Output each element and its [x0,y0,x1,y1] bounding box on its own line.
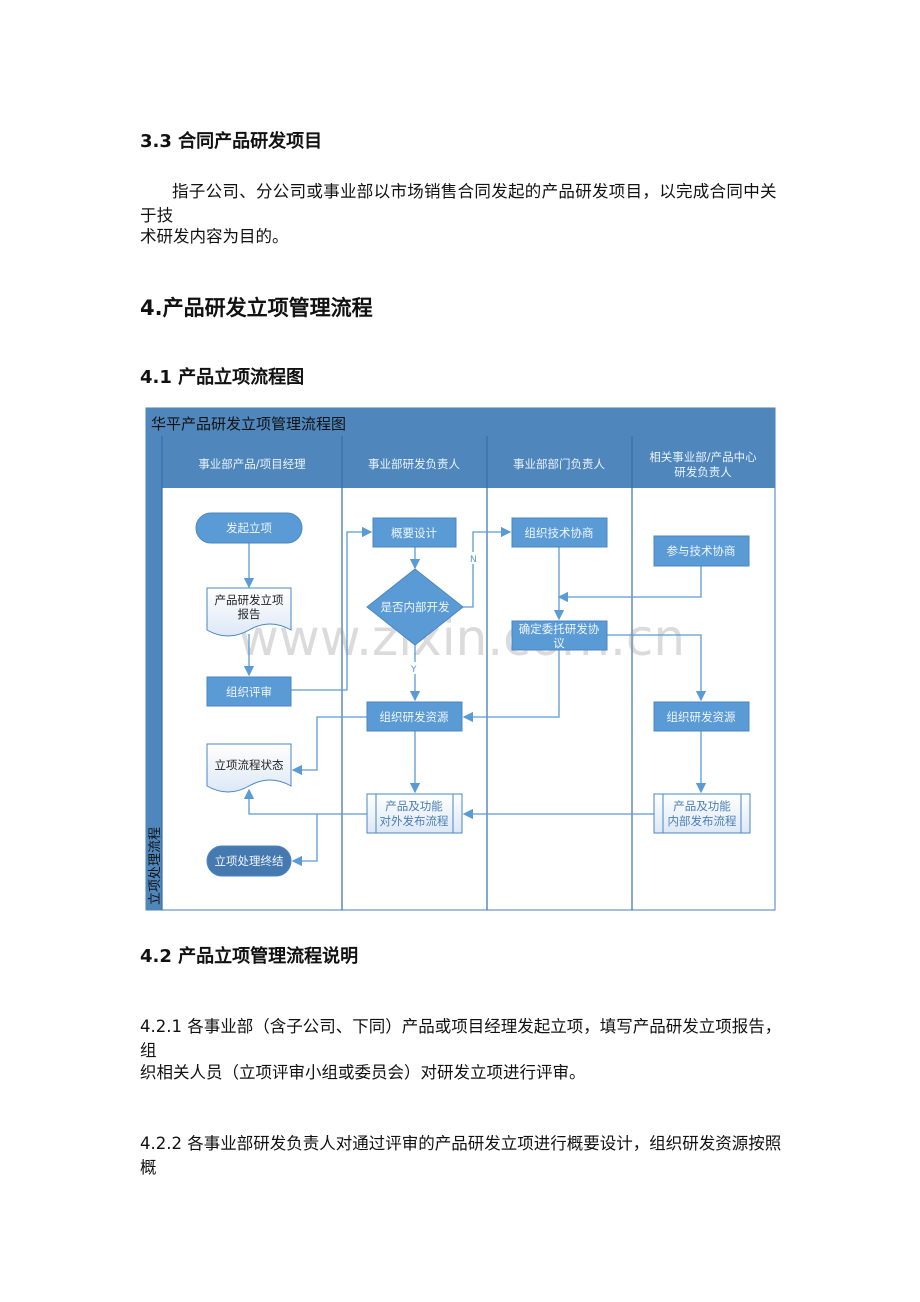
end-node [206,845,292,877]
node-label: 概要设计 [391,526,437,540]
no-label: N [470,555,477,565]
band-label: 立项处理流程 [148,827,163,905]
lane-header: 事业部研发负责人 [368,457,460,471]
tech-consult-node [511,517,608,548]
agreement-node [511,620,608,651]
status-document [206,743,292,793]
paragraph-line: 指子公司、分公司或事业部以市场销售合同发起的产品研发项目，以完成合同中关于技 [140,182,777,225]
node-label: 组织技术协商 [525,526,594,540]
node-label: 对外发布流程 [380,814,449,828]
lane-header: 事业部部门负责人 [513,457,605,471]
node-label: 组织评审 [226,685,272,699]
resource-node [653,701,750,732]
node-label: 立项流程状态 [215,758,284,772]
internal-release-process [653,793,751,834]
section-4-1-heading: 4.1 产品立项流程图 [140,367,305,388]
paragraph-line: 织相关人员（立项评审小组或委员会）对研发立项进行评审。 [140,1063,586,1082]
node-label: 确定委托研发协 [519,622,600,636]
node-label: 发起立项 [226,521,272,535]
join-consult-node [653,535,750,567]
start-node [195,512,303,544]
node-label: 报告 [238,607,261,621]
paragraph-line: 4.2.2 各事业部研发负责人对通过评审的产品研发立项进行概要设计，组织研发资源… [140,1134,782,1177]
node-label: 是否内部开发 [381,600,450,614]
node-label: 产品研发立项 [215,593,284,607]
node-label: 产品及功能 [673,799,731,813]
section-3-3-heading: 3.3 合同产品研发项目 [140,131,323,152]
lane-header: 事业部产品/项目经理 [198,457,306,471]
node-label: 组织研发资源 [667,710,736,724]
node-label: 立项处理终结 [215,854,284,868]
section-4-2-heading: 4.2 产品立项管理流程说明 [140,946,359,967]
resource-node [366,701,463,732]
flowchart-title-bar [146,408,775,436]
watermark: www.zixin.com.cn [238,609,685,667]
paragraph-line: 4.2.1 各事业部（含子公司、下同）产品或项目经理发起立项，填写产品研发立项报… [140,1017,782,1060]
report-document [206,587,292,637]
design-node [372,517,457,548]
node-label: 议 [553,636,565,650]
node-label: 内部发布流程 [668,814,737,828]
node-label: 参与技术协商 [667,544,736,558]
lane-header: 相关事业部/产品中心 [649,450,757,464]
review-node [206,676,292,707]
node-label: 产品及功能 [385,799,443,813]
node-label: 组织研发资源 [380,710,449,724]
lane-header: 研发负责人 [674,465,732,479]
section-4-heading: 4.产品研发立项管理流程 [140,296,373,320]
flowchart-title: 华平产品研发立项管理流程图 [151,415,346,433]
paragraph-line: 术研发内容为目的。 [140,227,289,246]
decision-node [366,568,464,646]
external-release-process [366,793,463,834]
yes-label: Y [410,665,417,675]
